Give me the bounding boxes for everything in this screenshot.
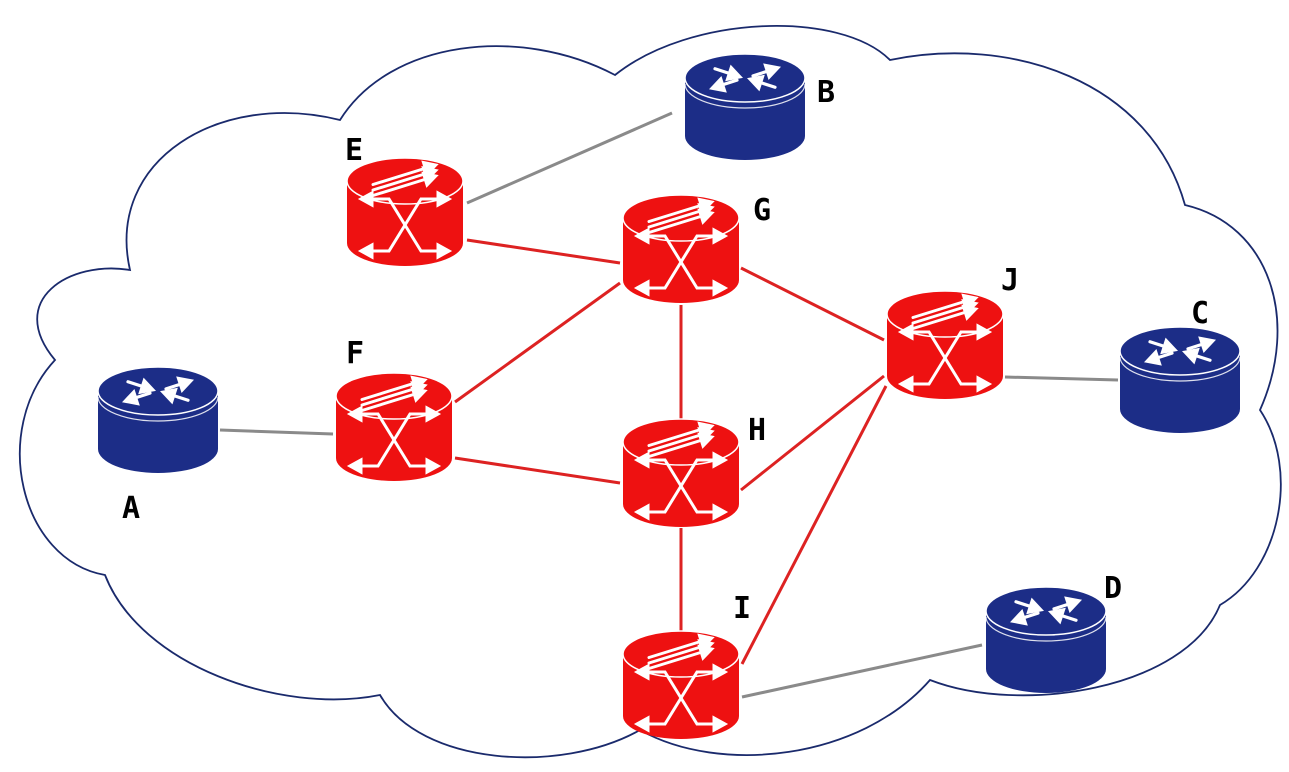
node-label-c: C <box>1191 296 1209 331</box>
links-layer <box>219 111 1119 699</box>
switch-i[interactable]: I <box>622 591 751 739</box>
switch-h[interactable]: H <box>622 413 766 527</box>
link-f-g <box>454 281 621 404</box>
link-d-i <box>741 643 983 699</box>
switch-icon <box>357 160 453 260</box>
switch-icon <box>633 421 729 521</box>
link-g-j <box>740 266 885 342</box>
link-b-e <box>466 111 673 205</box>
router-icon <box>121 376 195 406</box>
switch-g[interactable]: G <box>622 193 771 303</box>
router-d[interactable]: D <box>985 571 1122 693</box>
node-label-f: F <box>346 336 364 371</box>
node-label-e: E <box>345 133 363 168</box>
switch-j[interactable]: J <box>886 263 1019 399</box>
nodes-layer: A B C D E F G H I J <box>97 53 1241 739</box>
router-c[interactable]: C <box>1119 296 1241 433</box>
link-a-f <box>219 428 334 436</box>
node-label-g: G <box>753 193 771 228</box>
switch-icon <box>633 197 729 297</box>
router-icon <box>708 63 782 93</box>
node-label-b: B <box>817 75 835 110</box>
link-i-j <box>740 385 888 665</box>
switch-icon <box>346 375 442 475</box>
switch-e[interactable]: E <box>345 133 464 266</box>
switch-f[interactable]: F <box>335 336 453 481</box>
switch-icon <box>897 293 993 393</box>
node-label-a: A <box>122 491 140 526</box>
router-icon <box>1009 596 1083 626</box>
link-c-j <box>1004 375 1119 382</box>
router-b[interactable]: B <box>684 53 835 160</box>
router-a[interactable]: A <box>97 366 219 526</box>
node-label-d: D <box>1104 571 1122 606</box>
node-label-j: J <box>1001 263 1019 298</box>
link-h-j <box>740 374 885 492</box>
link-f-h <box>454 456 621 485</box>
switch-icon <box>633 633 729 733</box>
network-cloud <box>19 25 1282 759</box>
link-e-g <box>466 238 621 265</box>
node-label-h: H <box>748 413 766 448</box>
node-label-i: I <box>733 591 751 626</box>
router-icon <box>1143 336 1217 366</box>
